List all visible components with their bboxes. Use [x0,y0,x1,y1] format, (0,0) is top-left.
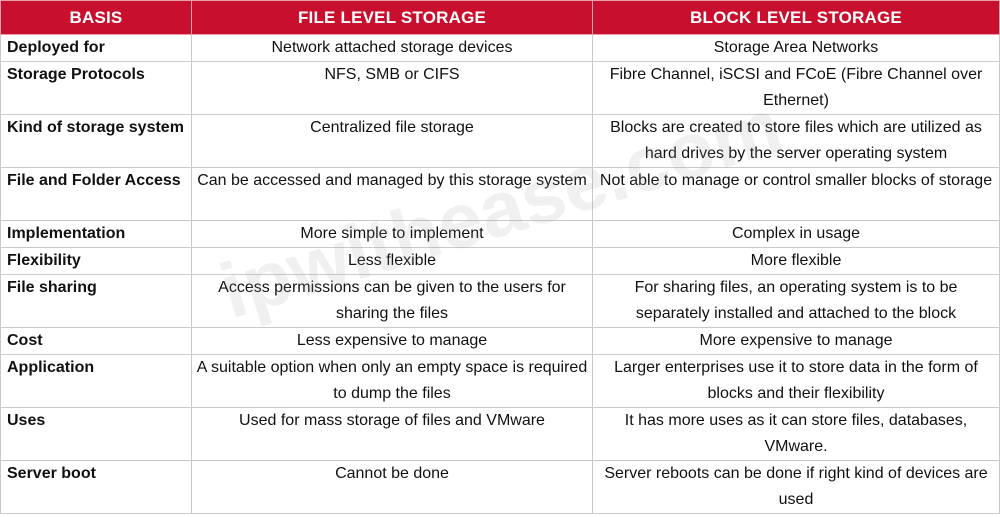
basis-cell: Storage Protocols [0,61,192,115]
basis-cell: Kind of storage system [0,114,192,168]
table-row: Storage Protocols NFS, SMB or CIFS Fibre… [0,61,1000,115]
block-level-cell: Fibre Channel, iSCSI and FCoE (Fibre Cha… [592,61,1000,115]
file-level-cell: Access permissions can be given to the u… [191,274,593,328]
header-block-level-storage: BLOCK LEVEL STORAGE [592,0,1000,35]
file-level-cell: A suitable option when only an empty spa… [191,354,593,408]
basis-cell: File sharing [0,274,192,328]
table-row: Implementation More simple to implement … [0,220,1000,248]
basis-cell: Application [0,354,192,408]
header-row: BASIS FILE LEVEL STORAGE BLOCK LEVEL STO… [0,0,1000,35]
basis-cell: Server boot [0,460,192,514]
file-level-cell: Cannot be done [191,460,593,514]
table-row: Uses Used for mass storage of files and … [0,407,1000,461]
block-level-cell: Server reboots can be done if right kind… [592,460,1000,514]
file-level-cell: Less expensive to manage [191,327,593,355]
block-level-cell: More flexible [592,247,1000,275]
table-row: File sharing Access permissions can be g… [0,274,1000,328]
block-level-cell: Not able to manage or control smaller bl… [592,167,1000,221]
block-level-cell: More expensive to manage [592,327,1000,355]
basis-cell: Deployed for [0,34,192,62]
table-row: Deployed for Network attached storage de… [0,34,1000,62]
block-level-cell: Blocks are created to store files which … [592,114,1000,168]
table-row: Server boot Cannot be done Server reboot… [0,460,1000,514]
basis-cell: File and Folder Access [0,167,192,221]
table-row: Kind of storage system Centralized file … [0,114,1000,168]
file-level-cell: Used for mass storage of files and VMwar… [191,407,593,461]
block-level-cell: Storage Area Networks [592,34,1000,62]
file-level-cell: Less flexible [191,247,593,275]
table-row: File and Folder Access Can be accessed a… [0,167,1000,221]
file-level-cell: NFS, SMB or CIFS [191,61,593,115]
header-basis: BASIS [0,0,192,35]
table-row: Application A suitable option when only … [0,354,1000,408]
table-row: Flexibility Less flexible More flexible [0,247,1000,275]
table-row: Cost Less expensive to manage More expen… [0,327,1000,355]
basis-cell: Uses [0,407,192,461]
block-level-cell: It has more uses as it can store files, … [592,407,1000,461]
file-level-cell: Network attached storage devices [191,34,593,62]
block-level-cell: Complex in usage [592,220,1000,248]
block-level-cell: For sharing files, an operating system i… [592,274,1000,328]
basis-cell: Cost [0,327,192,355]
file-level-cell: Can be accessed and managed by this stor… [191,167,593,221]
basis-cell: Implementation [0,220,192,248]
file-level-cell: Centralized file storage [191,114,593,168]
header-file-level-storage: FILE LEVEL STORAGE [191,0,593,35]
block-level-cell: Larger enterprises use it to store data … [592,354,1000,408]
basis-cell: Flexibility [0,247,192,275]
file-level-cell: More simple to implement [191,220,593,248]
